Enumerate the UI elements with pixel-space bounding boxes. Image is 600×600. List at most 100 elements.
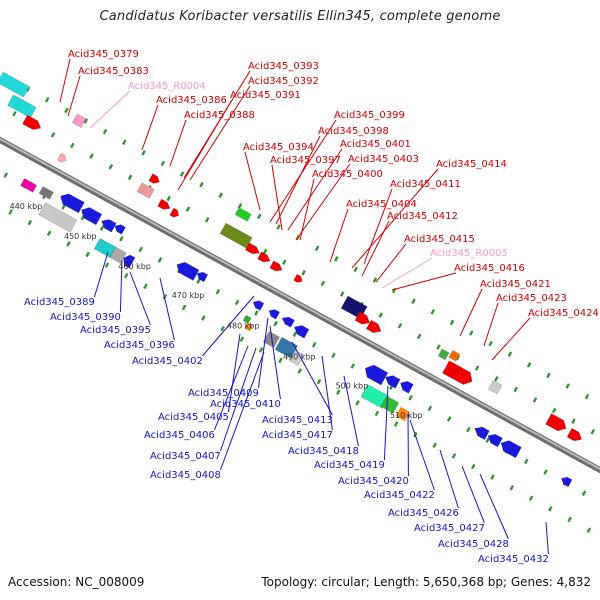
topology-summary: Topology: circular; Length: 5,650,368 bp… xyxy=(261,575,591,589)
reverse-gene xyxy=(81,207,103,226)
reverse-gene xyxy=(252,300,265,311)
reverse-gene xyxy=(293,325,310,339)
forward-leader-line xyxy=(177,99,233,191)
reverse-gene-label: Acid345_0406 xyxy=(144,430,215,441)
tick-dot xyxy=(584,393,590,400)
forward-gene-shape xyxy=(354,311,371,325)
tick-dot xyxy=(127,174,133,181)
forward-leader-line xyxy=(351,168,439,269)
reverse-gene-shape xyxy=(196,271,209,283)
reverse-gene xyxy=(474,426,490,440)
tick-dot xyxy=(543,469,548,475)
tick-dot xyxy=(220,325,225,332)
tick-dot xyxy=(301,269,306,276)
forward-gene-shape xyxy=(257,251,271,263)
tick-dot xyxy=(157,257,163,263)
reverse-gene-shape xyxy=(38,202,78,233)
forward-leader-line xyxy=(459,288,483,337)
tick-dot xyxy=(397,322,403,329)
reverse-gene xyxy=(38,186,54,200)
reverse-gene xyxy=(176,262,200,281)
tick-dot xyxy=(474,365,480,371)
reverse-gene xyxy=(561,476,573,488)
forward-gene-label: Acid345_0383 xyxy=(78,66,149,77)
reverse-leader-line xyxy=(159,277,175,341)
reverse-gene-shape xyxy=(38,186,54,200)
forward-gene-shape xyxy=(293,273,303,283)
forward-gene xyxy=(566,427,583,442)
forward-gene xyxy=(365,319,382,334)
forward-gene-label: Acid345_R0005 xyxy=(430,248,508,259)
scale-label: 510 kbp xyxy=(390,411,423,420)
reverse-gene-label: Acid345_0389 xyxy=(24,297,95,308)
reverse-gene-shape xyxy=(400,381,414,394)
tick-dot xyxy=(528,495,534,502)
forward-gene-shape xyxy=(148,173,160,184)
reverse-leader-line xyxy=(343,375,359,447)
reverse-gene-shape xyxy=(561,476,573,488)
forward-gene-label: Acid345_0421 xyxy=(480,279,551,290)
tick-dot xyxy=(46,230,52,236)
reverse-gene-shape xyxy=(380,395,400,414)
reverse-gene-label: Acid345_0408 xyxy=(150,470,221,481)
tick-dot xyxy=(590,429,596,435)
reverse-gene-label: Acid345_0390 xyxy=(50,312,121,323)
reverse-leader-line xyxy=(129,271,151,326)
forward-gene-shape xyxy=(0,71,30,98)
reverse-gene-label: Acid345_0422 xyxy=(364,490,435,501)
tick-dot xyxy=(509,484,515,491)
forward-gene xyxy=(437,348,450,361)
reverse-gene-shape xyxy=(289,349,305,366)
forward-gene xyxy=(0,71,30,98)
forward-gene-shape xyxy=(442,360,473,385)
forward-gene-label: Acid345_0414 xyxy=(436,159,507,170)
tick-dot xyxy=(201,315,206,321)
reverse-gene-shape xyxy=(293,325,310,339)
tick-dot xyxy=(258,347,264,353)
tick-dot xyxy=(185,206,191,212)
tick-dot xyxy=(494,375,499,382)
scale-label: 470 kbp xyxy=(172,291,205,300)
reverse-gene xyxy=(114,224,126,235)
forward-leader-line xyxy=(89,90,131,129)
tracks-layer xyxy=(0,86,600,533)
forward-gene xyxy=(293,273,303,283)
reverse-gene-label: Acid345_0396 xyxy=(104,340,175,351)
forward-leader-line xyxy=(189,85,251,181)
tick-dot xyxy=(276,224,281,230)
forward-gene-shape xyxy=(136,182,155,199)
forward-gene xyxy=(57,152,67,163)
tick-dot xyxy=(417,333,422,340)
tick-dot xyxy=(526,362,532,368)
forward-leader-line xyxy=(169,119,187,167)
forward-gene-label: Acid345_0394 xyxy=(243,142,314,153)
forward-gene-shape xyxy=(7,94,37,119)
tick-dot xyxy=(546,372,551,379)
tick-dot xyxy=(485,437,490,443)
reverse-gene-shape xyxy=(474,426,490,440)
tick-dot xyxy=(64,107,69,114)
tick-dot xyxy=(311,342,317,348)
reverse-gene xyxy=(289,349,305,366)
tick-dot xyxy=(141,150,146,156)
forward-leader-line xyxy=(275,135,321,225)
reverse-leader-line xyxy=(219,351,265,471)
tick-dot xyxy=(257,213,262,220)
reverse-gene xyxy=(38,202,78,233)
reverse-gene-shape xyxy=(487,433,503,448)
forward-leader-line xyxy=(375,243,407,283)
forward-leader-line xyxy=(67,75,81,117)
reverse-gene-label: Acid345_0432 xyxy=(478,554,549,565)
tick-dot xyxy=(297,368,303,374)
tick-dot xyxy=(218,192,223,198)
reverse-gene-shape xyxy=(360,384,390,409)
reverse-leader-line xyxy=(202,295,255,357)
accession-label: Accession: NC_008009 xyxy=(8,575,145,589)
tick-dot xyxy=(523,458,529,465)
forward-gene-label: Acid345_0388 xyxy=(184,110,255,121)
reverse-gene xyxy=(123,254,136,269)
reverse-gene xyxy=(244,322,254,332)
reverse-gene xyxy=(385,375,401,389)
forward-gene xyxy=(157,198,171,210)
forward-gene-label: Acid345_0412 xyxy=(387,211,458,222)
